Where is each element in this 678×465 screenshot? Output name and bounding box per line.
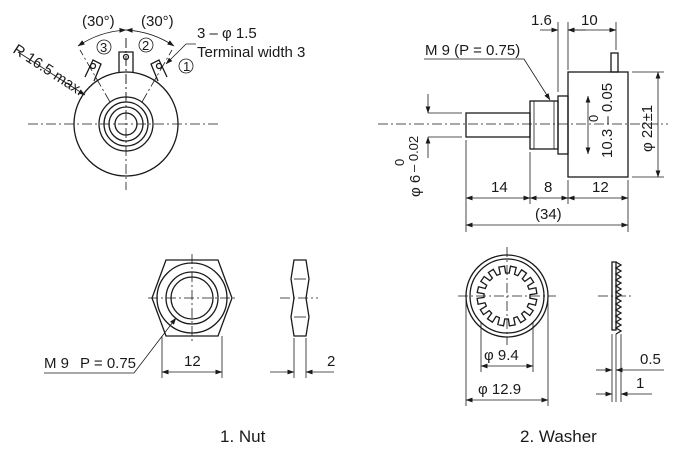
nut-side-view: 2: [270, 259, 335, 378]
radius-label: R 16.5 max.: [10, 41, 87, 99]
terminal-width-label: Terminal width 3: [197, 44, 305, 61]
terminal-center: [118, 38, 134, 100]
body-diameter: φ 22±1: [639, 105, 656, 152]
nut-caption: 1. Nut: [220, 427, 266, 446]
washer-inner-diameter: φ 9.4: [484, 347, 519, 364]
dim-12: 12: [592, 179, 609, 196]
terminal-left: [79, 49, 111, 103]
terminal-1-number: 1: [183, 59, 190, 74]
nut-front-view: M 9 P = 0.75 12: [44, 254, 236, 378]
nut-pitch-label: P = 0.75: [80, 355, 136, 372]
dim-14: 14: [491, 179, 508, 196]
washer-thickness-b: 1: [636, 375, 644, 392]
washer-front-view: φ 9.4 φ 12.9: [458, 247, 556, 406]
dim-1-6: 1.6: [531, 12, 552, 29]
side-thread-label: M 9 (P = 0.75): [425, 42, 520, 59]
angle-right-label: (30°): [141, 13, 174, 30]
bore-tol-upper: 0: [586, 115, 601, 122]
terminal-hole-label: 3 – φ 1.5: [197, 25, 257, 42]
front-view: (30°) (30°) 3 2 1 3 – φ 1.5 Terminal wid…: [10, 13, 305, 190]
washer-side-view: 0.5 1: [596, 261, 664, 402]
terminal-3-number: 3: [100, 40, 107, 55]
washer-caption: 2. Washer: [520, 427, 597, 446]
washer-thickness-a: 0.5: [640, 351, 661, 368]
bore-tol-lower: 10.3 – 0.05: [599, 83, 616, 158]
nut-width: 12: [184, 353, 201, 370]
washer-outer-diameter: φ 12.9: [478, 381, 521, 398]
nut-thread-label: M 9: [44, 355, 69, 372]
nut-thickness: 2: [327, 353, 335, 370]
dim-10: 10: [581, 12, 598, 29]
shaft-diameter: φ 6: [407, 175, 424, 197]
shaft-tol-lower: – 0.02: [406, 136, 421, 172]
dim-34: (34): [535, 206, 562, 223]
dim-8: 8: [544, 179, 552, 196]
angle-left-label: (30°): [82, 13, 115, 30]
terminal-2-number: 2: [142, 38, 149, 53]
side-view: 1.6 10 M 9 (P = 0.75) 0 10.3 – 0.05 φ 22…: [378, 12, 668, 232]
shaft-tol-upper: 0: [392, 159, 407, 166]
